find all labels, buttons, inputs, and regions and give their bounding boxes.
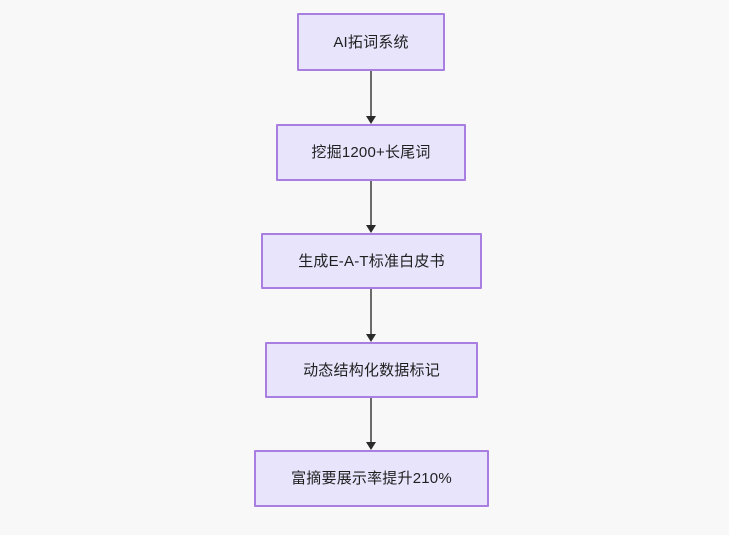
- flow-node[interactable]: 挖掘1200+长尾词: [276, 124, 466, 181]
- flow-node[interactable]: 生成E-A-T标准白皮书: [261, 233, 482, 289]
- flow-node[interactable]: 动态结构化数据标记: [265, 342, 478, 398]
- flow-node-label: 挖掘1200+长尾词: [311, 144, 431, 161]
- arrow-head-icon: [366, 334, 376, 342]
- flow-edge-line: [370, 181, 372, 226]
- arrow-head-icon: [366, 442, 376, 450]
- flow-edge-line: [370, 398, 372, 443]
- flow-node-label: AI拓词系统: [333, 33, 409, 51]
- flow-edge-line: [370, 71, 372, 117]
- flow-node[interactable]: 富摘要展示率提升210%: [254, 450, 489, 507]
- flow-node-label: 动态结构化数据标记: [303, 361, 440, 379]
- flow-node[interactable]: AI拓词系统: [297, 13, 445, 71]
- flow-node-label: 富摘要展示率提升210%: [291, 470, 452, 487]
- flow-edge-line: [370, 289, 372, 335]
- flow-node-label: 生成E-A-T标准白皮书: [298, 252, 445, 270]
- arrow-head-icon: [366, 116, 376, 124]
- arrow-head-icon: [366, 225, 376, 233]
